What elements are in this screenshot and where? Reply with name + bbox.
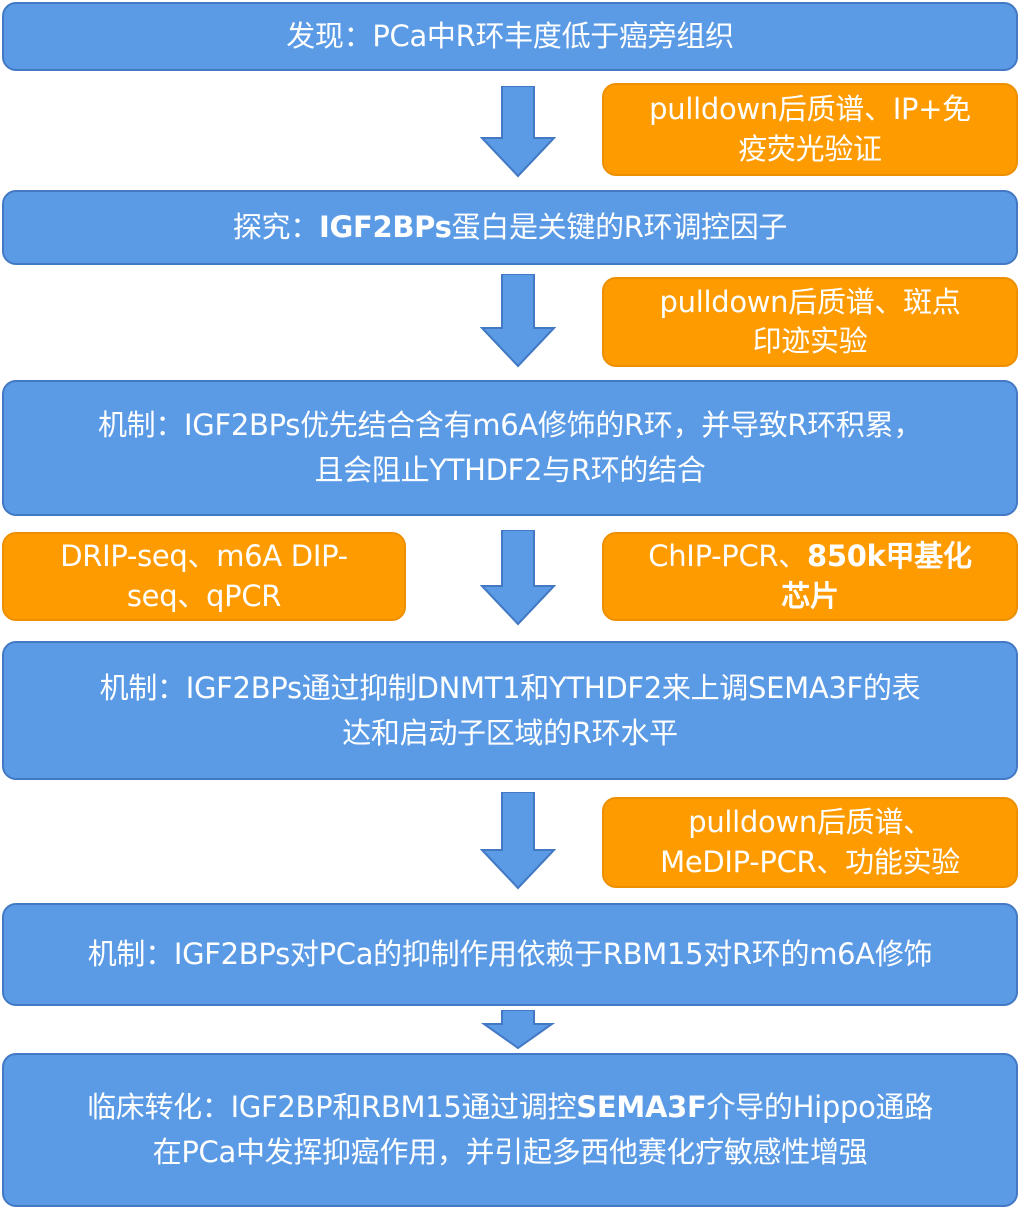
method-pulldown-ip: pulldown后质谱、IP+免 疫荧光验证 (602, 83, 1018, 176)
step-text-suffix: 蛋白是关键的R环调控因子 (451, 210, 788, 245)
method-chip-pcr: ChIP-PCR、850k甲基化 芯片 (602, 532, 1018, 621)
step-discovery-text: 发现：PCa中R环丰度低于癌旁组织 (286, 19, 734, 54)
step-line: 临床转化：IGF2BP和RBM15通过调控SEMA3F介导的Hippo通路 (87, 1085, 933, 1130)
step-text-suffix: 介导的Hippo通路 (706, 1090, 933, 1125)
method-pulldown-western: pulldown后质谱、斑点 印迹实验 (602, 277, 1018, 367)
step-line: 在PCa中发挥抑癌作用，并引起多西他赛化疗敏感性增强 (152, 1135, 868, 1169)
step-text-prefix: 临床转化：IGF2BP和RBM15通过调控 (87, 1090, 577, 1125)
step-clinical-translation: 临床转化：IGF2BP和RBM15通过调控SEMA3F介导的Hippo通路 在P… (2, 1053, 1018, 1207)
step-line: 机制：IGF2BPs对PCa的抑制作用依赖于RBM15对R环的m6A修饰 (87, 937, 933, 972)
step-line: 机制：IGF2BPs通过抑制DNMT1和YTHDF2来上调SEMA3F的表 (99, 670, 921, 705)
step-text-bold: SEMA3F (576, 1090, 707, 1125)
method-line: MeDIP-PCR、功能实验 (660, 844, 960, 879)
method-medip-pcr: pulldown后质谱、 MeDIP-PCR、功能实验 (602, 797, 1018, 888)
method-line: ChIP-PCR、850k甲基化 (648, 537, 972, 576)
method-line: DRIP-seq、m6A DIP- (60, 539, 348, 574)
method-line: pulldown后质谱、IP+免 (649, 92, 971, 127)
arrow-down-icon (480, 792, 556, 890)
method-line: pulldown后质谱、 (688, 805, 932, 840)
step-exploration: 探究：IGF2BPs蛋白是关键的R环调控因子 (2, 190, 1018, 265)
method-text-prefix: ChIP-PCR、 (648, 539, 807, 574)
method-line: seq、qPCR (126, 578, 282, 613)
method-line: 疫荧光验证 (738, 131, 882, 166)
step-line: 达和启动子区域的R环水平 (342, 715, 678, 750)
method-text-bold: 850k甲基化 (806, 539, 972, 574)
step-line: 且会阻止YTHDF2与R环的结合 (314, 453, 706, 487)
arrow-down-icon (480, 274, 556, 368)
method-line: 芯片 (781, 578, 839, 613)
arrow-down-icon (480, 530, 556, 626)
step-text-bold: IGF2BPs (318, 210, 452, 245)
step-exploration-text: 探究：IGF2BPs蛋白是关键的R环调控因子 (232, 205, 788, 250)
method-line: pulldown后质谱、斑点 (659, 284, 961, 319)
step-discovery: 发现：PCa中R环丰度低于癌旁组织 (2, 2, 1018, 71)
step-line: 机制：IGF2BPs优先结合含有m6A修饰的R环，并导致R环积累， (97, 408, 923, 443)
step-text-prefix: 探究： (232, 210, 319, 245)
method-line: 印迹实验 (752, 324, 868, 358)
method-drip-seq: DRIP-seq、m6A DIP- seq、qPCR (2, 532, 406, 621)
arrow-down-icon (480, 86, 556, 178)
arrow-down-icon (480, 1010, 556, 1050)
step-mechanism-3: 机制：IGF2BPs对PCa的抑制作用依赖于RBM15对R环的m6A修饰 (2, 903, 1018, 1006)
step-mechanism-2: 机制：IGF2BPs通过抑制DNMT1和YTHDF2来上调SEMA3F的表 达和… (2, 641, 1018, 780)
step-mechanism-1: 机制：IGF2BPs优先结合含有m6A修饰的R环，并导致R环积累， 且会阻止YT… (2, 380, 1018, 516)
